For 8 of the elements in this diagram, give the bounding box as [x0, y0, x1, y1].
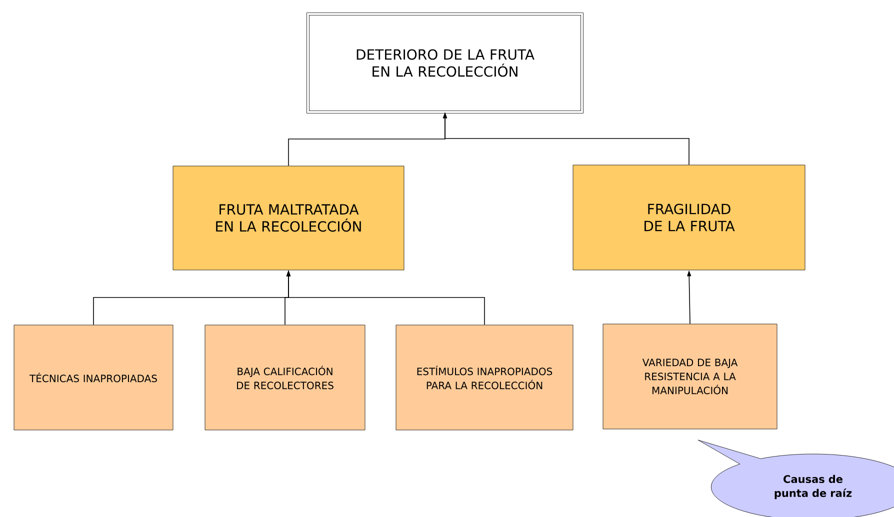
cause-box: FRUTA MALTRATADA EN LA RECOLECCIÓN [172, 166, 404, 270]
cause-box: ESTÍMULOS INAPROPIADOS PARA LA RECOLECCIÓN [396, 324, 574, 430]
cause-box: TÉCNICAS INAPROPIADAS [14, 324, 174, 430]
cause-box: FRAGILIDAD DE LA FRUTA [572, 164, 806, 270]
title-box: DETERIORO DE LA FRUTA EN LA RECOLECCIÓN [306, 12, 584, 114]
cause-box: VARIEDAD DE BAJA RESISTENCIA A LA MANIPULACIÓN [602, 324, 778, 430]
speech-bubble: Causas de punta de raíz [698, 440, 894, 517]
cause-box: BAJA CALIFICACIÓN DE RECOLECTORES [204, 324, 366, 430]
